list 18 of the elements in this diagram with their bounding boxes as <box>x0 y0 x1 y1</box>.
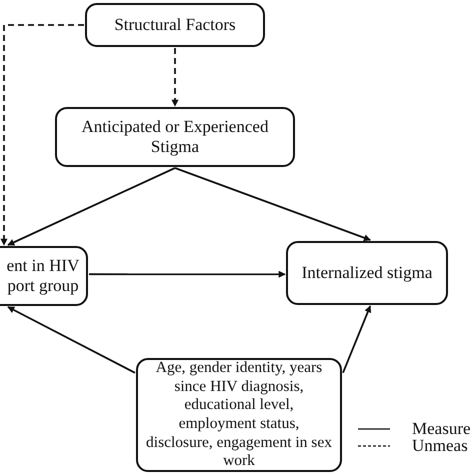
arrow <box>174 167 371 242</box>
dashed-arrow <box>0 24 84 246</box>
legend-label: Measure <box>412 420 471 437</box>
box-label: Anticipated or Experienced Stigma <box>80 116 270 158</box>
box-label: Structural Factors <box>114 14 236 36</box>
arrow <box>7 306 136 374</box>
rounded-box <box>55 107 295 167</box>
rounded-box <box>0 246 88 306</box>
arrow <box>342 305 372 374</box>
box-label: Internalized stigma <box>302 262 432 284</box>
box-label: ent in HIV port group <box>6 256 80 296</box>
legend-label: Unmeas <box>412 437 468 454</box>
rounded-box <box>286 241 448 305</box>
box-label: Age, gender identity, years since HIV diagnosis, educational level, employment status, disclosure, engagement in sex work <box>145 359 333 471</box>
arrow <box>7 167 176 246</box>
rounded-box <box>85 3 265 47</box>
dashed-arrow <box>172 48 178 107</box>
arrow <box>89 270 286 278</box>
